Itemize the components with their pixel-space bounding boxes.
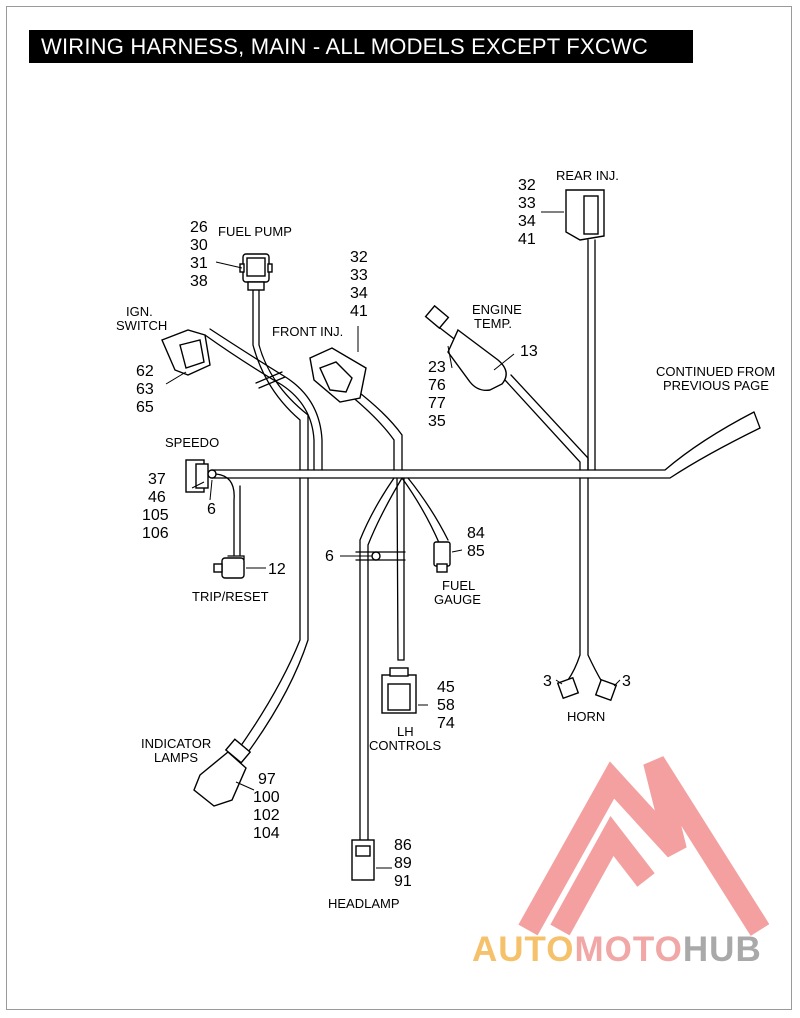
lh-controls-branch xyxy=(396,477,405,661)
rear-inj-num-1: 32 xyxy=(518,177,536,194)
lh-controls-num-3: 74 xyxy=(437,715,455,732)
rear-inj-num-4: 41 xyxy=(518,231,536,248)
speedo-branch xyxy=(215,473,235,556)
indicator-num-3: 102 xyxy=(253,807,280,824)
watermark-part-2: MOTO xyxy=(574,930,683,969)
fuel-gauge-connector xyxy=(433,541,451,567)
engine-temp-caption-1: ENGINE xyxy=(472,302,522,317)
engine-temp-caption-2: TEMP. xyxy=(474,316,512,331)
watermark-part-1: AUTO xyxy=(472,930,575,969)
fuel-gauge-branch-a xyxy=(401,477,441,546)
speedo-num-4: 106 xyxy=(142,525,169,542)
fuel-pump-num-2: 30 xyxy=(190,237,208,254)
rear-inj-caption: REAR INJ. xyxy=(556,168,619,183)
engine-temp-plug xyxy=(424,304,450,330)
lh-controls-caption-2: CONTROLS xyxy=(369,738,442,753)
speedo-num-3: 105 xyxy=(142,507,169,524)
page-title: WIRING HARNESS, MAIN - ALL MODELS EXCEPT… xyxy=(29,30,693,63)
fuel-gauge-num-2: 85 xyxy=(467,543,485,560)
engine-temp-num-2: 76 xyxy=(428,377,446,394)
indicator-num-4: 104 xyxy=(253,825,280,842)
engine-temp-num-3: 77 xyxy=(428,395,446,412)
lh-controls-num-1: 45 xyxy=(437,679,455,696)
fuel-pump-num-3: 31 xyxy=(190,255,208,272)
clip-callout: 6 xyxy=(325,548,334,565)
headlamp-caption: HEADLAMP xyxy=(328,896,400,911)
ign-switch-caption-1: IGN. xyxy=(126,304,153,319)
ign-switch-caption-2: SWITCH xyxy=(116,318,167,333)
indicator-branch-a xyxy=(237,477,301,751)
page-border xyxy=(6,6,792,1010)
clip-symbol xyxy=(371,551,381,561)
engine-temp-branch-a xyxy=(504,379,581,471)
front-inj-num-3: 34 xyxy=(350,285,368,302)
horn-callout-left: 3 xyxy=(543,673,552,690)
fuel-pump-num-1: 26 xyxy=(190,219,208,236)
front-inj-num-1: 32 xyxy=(350,249,368,266)
indicator-caption-1: INDICATOR xyxy=(141,736,211,751)
engine-temp-sensor xyxy=(447,328,507,392)
indicator-num-1: 97 xyxy=(258,771,276,788)
indicator-num-2: 100 xyxy=(253,789,280,806)
horn-connector-right xyxy=(594,678,618,702)
front-inj-num-4: 41 xyxy=(350,303,368,320)
headlamp-num-3: 91 xyxy=(394,873,412,890)
fuel-gauge-caption-1: FUEL xyxy=(442,578,475,593)
lh-controls-num-2: 58 xyxy=(437,697,455,714)
indicator-caption-2: LAMPS xyxy=(154,750,198,765)
speedo-num-1: 37 xyxy=(148,471,166,488)
fuel-pump-branch-a xyxy=(252,289,301,471)
fuel-pump-caption: FUEL PUMP xyxy=(218,224,292,239)
headlamp-num-1: 86 xyxy=(394,837,412,854)
speedo-num-2: 46 xyxy=(148,489,166,506)
lh-controls-caption-1: LH xyxy=(397,724,414,739)
harness-trunk-bottom xyxy=(211,427,761,479)
watermark-part-3: HUB xyxy=(682,930,762,969)
engine-temp-num-1: 23 xyxy=(428,359,446,376)
continued-line-1: CONTINUED FROM xyxy=(656,364,775,379)
trip-reset-connector xyxy=(221,557,245,579)
trip-reset-caption: TRIP/RESET xyxy=(192,589,269,604)
headlamp-num-2: 89 xyxy=(394,855,412,872)
front-inj-caption: FRONT INJ. xyxy=(272,324,343,339)
trip-reset-callout: 12 xyxy=(268,561,286,578)
engine-temp-callout: 13 xyxy=(520,343,538,360)
ign-switch-branch-a xyxy=(204,334,315,471)
ign-switch-num-2: 63 xyxy=(136,381,154,398)
headlamp-branch-a xyxy=(359,477,395,841)
fuel-pump-num-4: 38 xyxy=(190,273,208,290)
fuel-gauge-caption-2: GAUGE xyxy=(434,592,481,607)
horn-callout-right: 3 xyxy=(622,673,631,690)
ign-switch-num-1: 62 xyxy=(136,363,154,380)
horn-caption: HORN xyxy=(567,709,605,724)
harness-trunk-top xyxy=(211,411,755,471)
ign-switch-num-3: 65 xyxy=(136,399,154,416)
front-inj-num-2: 33 xyxy=(350,267,368,284)
engine-temp-num-4: 35 xyxy=(428,413,446,430)
continued-line-2: PREVIOUS PAGE xyxy=(663,378,769,393)
speedo-caption: SPEEDO xyxy=(165,435,219,450)
watermark-text: AUTOMOTOHUB xyxy=(472,930,762,970)
horn-branch-a xyxy=(567,477,581,681)
fuel-gauge-num-1: 84 xyxy=(467,525,485,542)
rear-inj-num-2: 33 xyxy=(518,195,536,212)
rear-inj-num-3: 34 xyxy=(518,213,536,230)
front-inj-branch-a xyxy=(349,394,395,471)
horn-connector-left xyxy=(556,676,580,700)
speedo-clip-callout: 6 xyxy=(207,501,216,518)
